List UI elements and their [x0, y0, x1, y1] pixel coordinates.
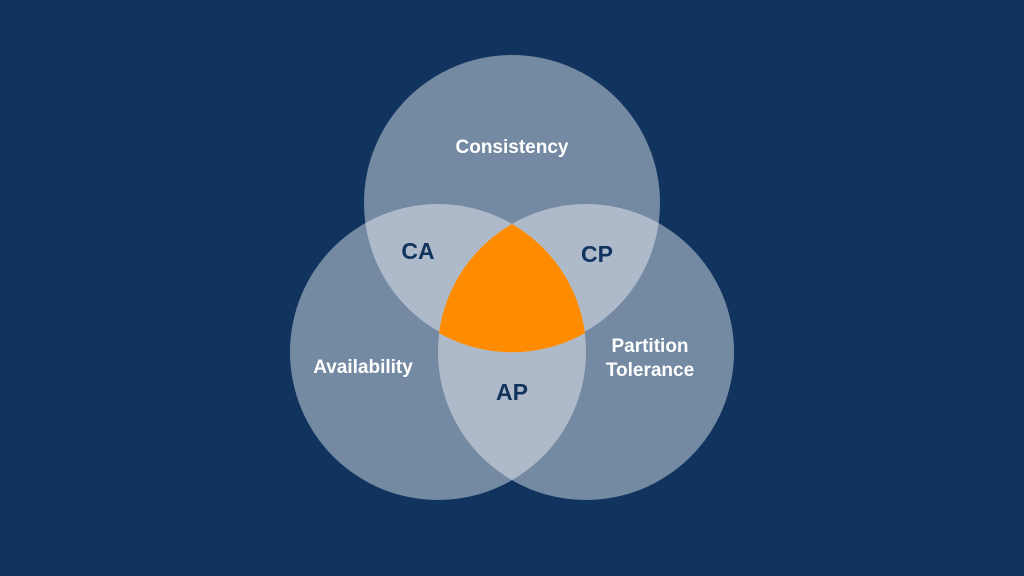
ap-label: AP: [496, 379, 528, 405]
partition-label-line2: Tolerance: [606, 360, 694, 381]
cap-center-region: [439, 224, 585, 353]
consistency-label: Consistency: [456, 137, 569, 158]
cp-label: CP: [581, 241, 613, 267]
ca-label: CA: [401, 238, 434, 264]
partition-label-line1: Partition: [611, 336, 688, 357]
availability-label: Availability: [313, 357, 413, 378]
consistency-circle: [364, 55, 660, 351]
